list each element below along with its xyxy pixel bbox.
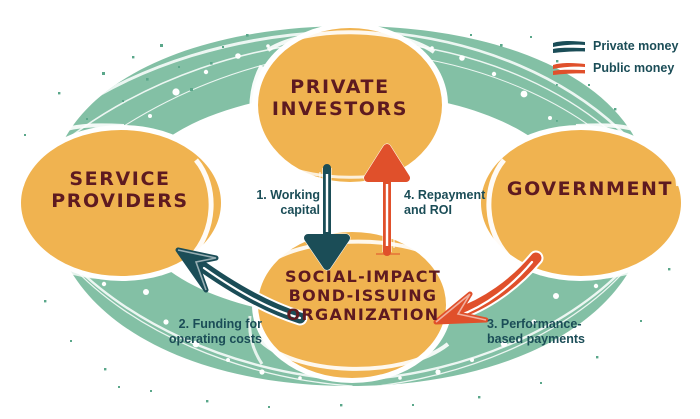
public-money-line-icon bbox=[553, 63, 585, 75]
legend: Private money Public money bbox=[552, 36, 692, 80]
arrow-flow-2-funding-operating-costs bbox=[175, 247, 308, 326]
node-government[interactable] bbox=[474, 123, 686, 281]
node-sibo[interactable] bbox=[248, 227, 452, 383]
arrow-flow-1-working-capital bbox=[303, 164, 351, 271]
node-service-providers[interactable] bbox=[16, 123, 228, 281]
legend-label-public-money: Public money bbox=[593, 61, 675, 75]
private-money-line-icon bbox=[553, 41, 585, 53]
node-private-investors[interactable] bbox=[249, 23, 448, 187]
legend-item-public-money: Public money bbox=[552, 58, 692, 78]
legend-label-private-money: Private money bbox=[593, 39, 679, 53]
legend-item-private-money: Private money bbox=[552, 36, 692, 56]
arrow-flow-3-performance-based-payments bbox=[433, 250, 544, 325]
arrow-flow-4-repayment-roi bbox=[363, 143, 411, 256]
